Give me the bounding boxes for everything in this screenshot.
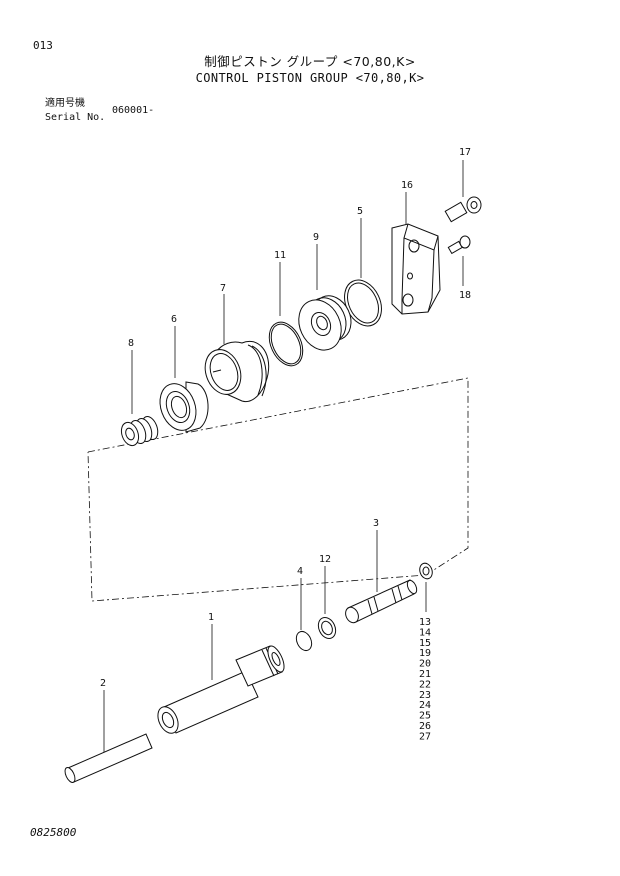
callout-6: 6 <box>171 314 177 325</box>
callout-16: 16 <box>401 180 413 191</box>
part-kit-washer <box>419 562 433 612</box>
callout-9: 9 <box>313 232 319 243</box>
callout-8: 8 <box>128 338 134 349</box>
callout-18: 18 <box>459 290 471 301</box>
part-4-o-ring <box>295 578 313 652</box>
callout-17: 17 <box>459 147 471 158</box>
part-16-bracket <box>391 192 441 315</box>
part-6-bushing <box>159 326 209 433</box>
callout-11: 11 <box>274 250 286 261</box>
serial-label-japanese: 適用号機 <box>45 98 85 109</box>
kit-part-number: 20 <box>419 659 431 670</box>
part-2-pin <box>64 690 153 783</box>
callout-7: 7 <box>220 283 226 294</box>
part-12-ring <box>317 566 337 640</box>
callout-5: 5 <box>357 206 363 217</box>
kit-part-number: 24 <box>419 700 431 711</box>
kit-part-number: 23 <box>419 690 431 701</box>
part-17-cap-screw <box>444 160 482 223</box>
kit-part-number: 19 <box>419 648 431 659</box>
callout-3: 3 <box>373 518 379 529</box>
kit-part-number: 26 <box>419 721 431 732</box>
page-title-japanese: 制御ピストン グループ <70,80,K> <box>204 54 416 69</box>
part-8-spring <box>120 350 159 447</box>
serial-range: 060001- <box>112 105 155 116</box>
part-3-spool <box>345 530 418 624</box>
kit-part-number: 25 <box>419 711 431 722</box>
callout-1: 1 <box>208 612 214 623</box>
callout-12: 12 <box>319 554 331 565</box>
part-11-o-ring <box>268 262 304 367</box>
part-9-piston-plug <box>298 244 352 351</box>
kit-part-number: 22 <box>419 679 431 690</box>
assembly-phantom-line <box>87 377 469 602</box>
kit-part-number: 14 <box>419 627 431 638</box>
serial-label-english: Serial No. <box>45 112 106 123</box>
part-18-bolt <box>447 235 471 286</box>
kit-part-number: 27 <box>419 731 431 742</box>
kit-part-number: 21 <box>419 669 431 680</box>
callout-4: 4 <box>297 566 303 577</box>
document-number: 0825800 <box>30 826 77 839</box>
callout-2: 2 <box>100 678 106 689</box>
page-number: 013 <box>33 39 53 52</box>
page-title-english: CONTROL PISTON GROUP <70,80,K> <box>195 71 425 85</box>
kit-part-number: 13 <box>419 617 431 628</box>
part-7-sleeve <box>204 294 270 403</box>
kit-part-number: 15 <box>419 638 431 649</box>
part-1-body <box>157 624 285 734</box>
